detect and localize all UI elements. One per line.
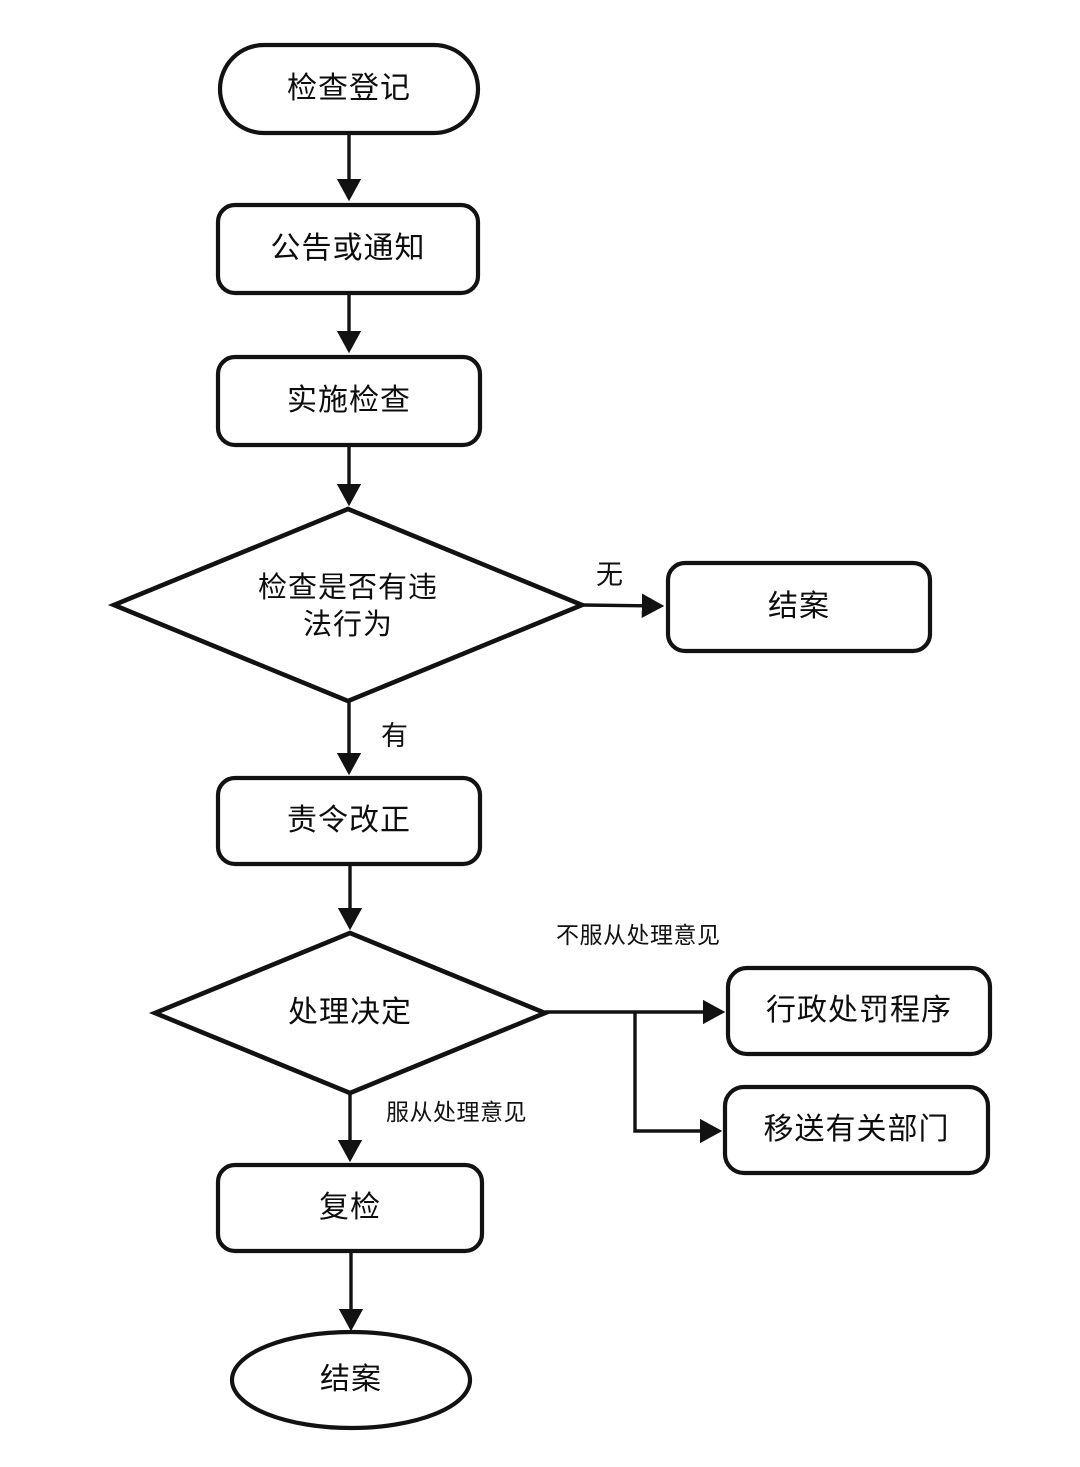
node-shape-administrative-penalty-procedure[interactable] xyxy=(725,965,993,1057)
edge-label-reject-decision: 不服从处理意见 xyxy=(556,923,721,949)
node-reinspection[interactable] xyxy=(218,1165,482,1251)
edge-label-accept-decision: 服从处理意见 xyxy=(386,1100,527,1126)
node-shape-case-closed-box[interactable] xyxy=(665,560,933,654)
edge-label-no-violation: 无 xyxy=(596,560,624,591)
node-transfer-to-department[interactable] xyxy=(725,1087,988,1173)
node-shape-transfer-to-department[interactable] xyxy=(722,1084,991,1176)
edge-label-has-violation: 有 xyxy=(381,721,409,752)
node-shape-case-closed-ellipse[interactable] xyxy=(229,1329,473,1431)
node-violation-decision[interactable] xyxy=(114,509,582,701)
node-case-closed-ellipse[interactable] xyxy=(232,1332,470,1428)
node-handling-decision[interactable] xyxy=(155,933,545,1093)
edge-n4-n5-no-violation xyxy=(581,593,665,618)
node-conduct-inspection[interactable] xyxy=(218,357,480,445)
node-announcement-or-notice[interactable] xyxy=(218,205,478,293)
node-case-closed-box[interactable] xyxy=(668,563,930,651)
node-order-correction[interactable] xyxy=(218,778,480,864)
edge-n7-n9-transfer xyxy=(633,1012,723,1144)
node-inspection-registration[interactable] xyxy=(220,45,478,133)
node-administrative-penalty-procedure[interactable] xyxy=(728,968,990,1054)
